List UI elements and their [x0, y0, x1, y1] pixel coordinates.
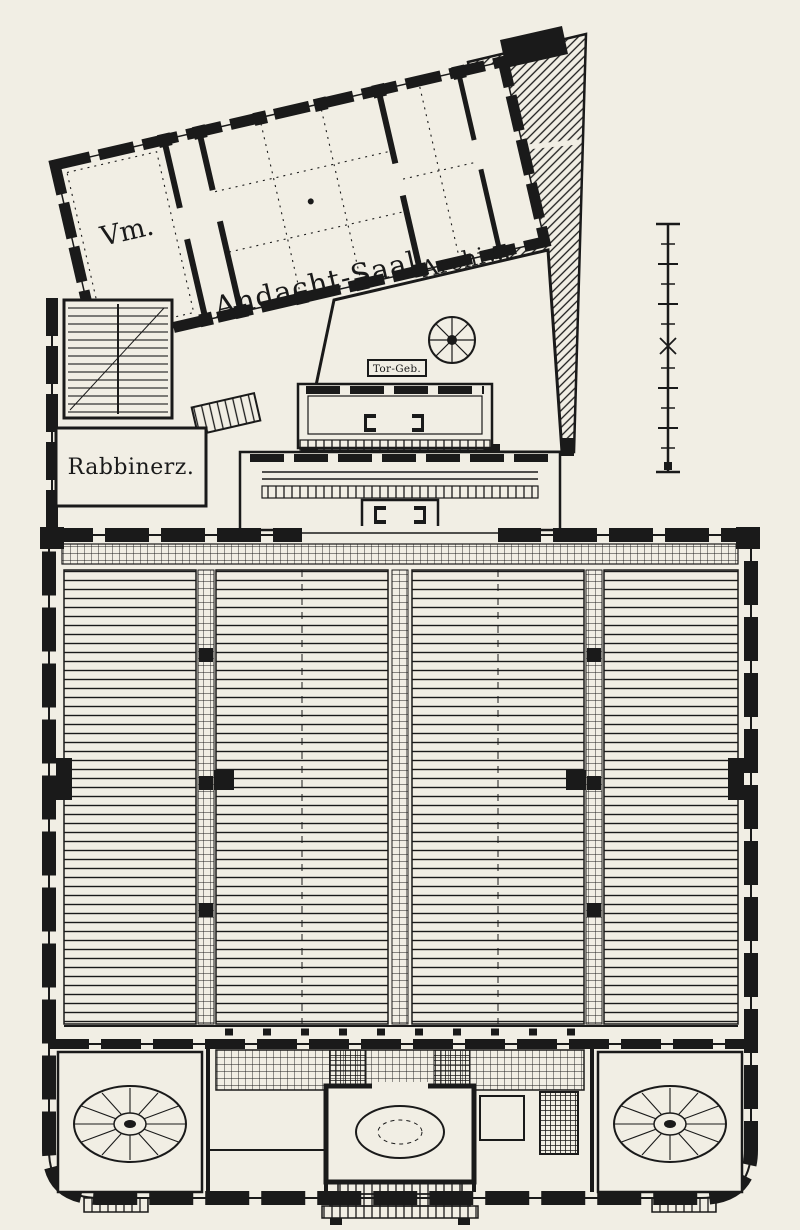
- side-room: [479, 1095, 525, 1141]
- vault-boss: [307, 198, 314, 205]
- pew-bank-right: [603, 569, 739, 1025]
- entrance-steps: [321, 1181, 479, 1225]
- side-room-dark: [539, 1091, 579, 1155]
- stair-block: [62, 298, 174, 420]
- stair-flight: [190, 391, 262, 437]
- wing-pilasters: [156, 64, 509, 328]
- label-tor-geb: Tor-Geb.: [373, 363, 421, 375]
- vestibule: [56, 1044, 744, 1225]
- entrance-portal: [323, 1082, 477, 1185]
- side-steps-left: [83, 1197, 149, 1213]
- aisle-center: [391, 569, 409, 1025]
- aisle-right: [585, 569, 603, 1025]
- room-archiv: [402, 71, 503, 256]
- ark-columns: [364, 414, 424, 432]
- side-steps-right: [651, 1197, 717, 1213]
- almemor-structure: [360, 498, 440, 532]
- angled-wing: [48, 54, 552, 352]
- room-andacht-saal: [214, 89, 424, 293]
- aisle-left: [197, 569, 215, 1025]
- gallery-band: [61, 543, 739, 565]
- scale-bar: [656, 222, 680, 474]
- spiral-stair: [428, 316, 476, 364]
- pew-bank-left: [63, 569, 197, 1025]
- hall-columns: [199, 648, 601, 917]
- room-rabbinerz: [54, 426, 208, 508]
- left-annex: [46, 298, 262, 540]
- label-rabbinerz: Rabbinerz.: [68, 455, 195, 480]
- main-hall: [40, 526, 760, 1205]
- stair-oval-right: [596, 1050, 744, 1194]
- tor-geb-plaque: [367, 359, 427, 377]
- stair-oval-left: [56, 1050, 204, 1194]
- neighbor-corner-block: [500, 26, 568, 68]
- ark-connector: [238, 382, 562, 532]
- wing-corridor: [196, 131, 244, 313]
